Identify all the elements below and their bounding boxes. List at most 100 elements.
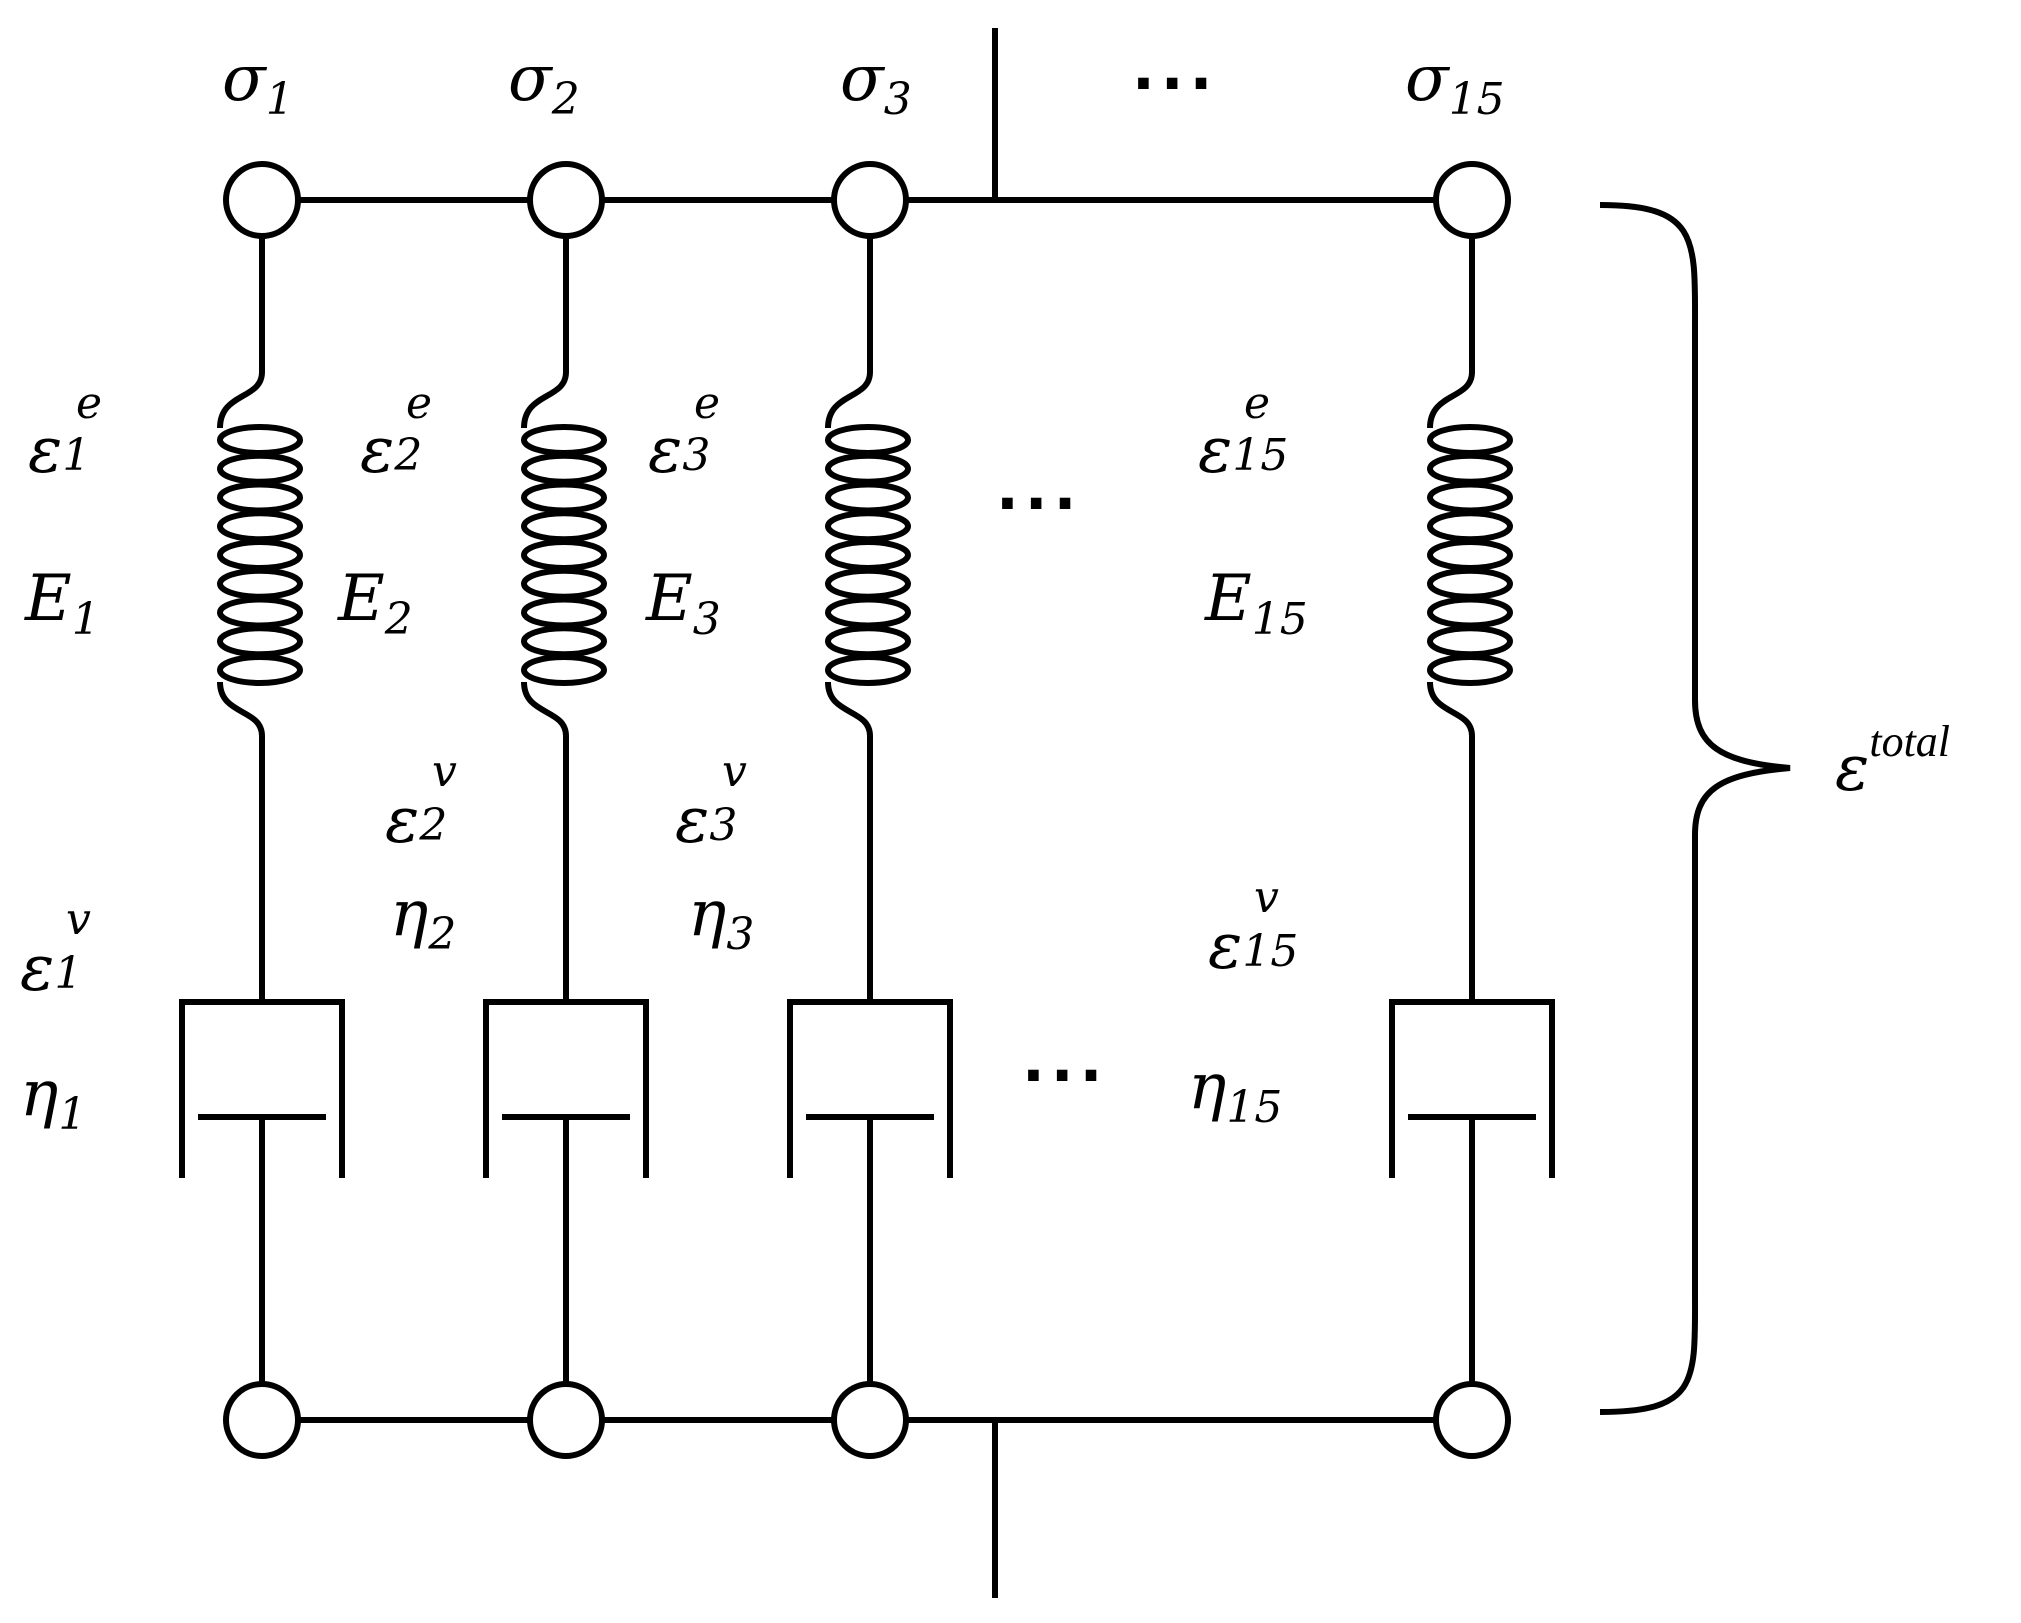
spring-coil-turn xyxy=(217,510,303,543)
top-node-2 xyxy=(527,161,605,239)
spring-coil-turn xyxy=(825,625,911,658)
branch-1 xyxy=(179,200,345,1420)
spring-coil-turn xyxy=(217,654,303,686)
spring-coil-turn xyxy=(217,481,303,514)
spring-coil-turn xyxy=(825,452,911,485)
spring-lead-out xyxy=(1427,681,1475,737)
spring-coil-turn xyxy=(217,596,303,629)
nodes xyxy=(223,161,1511,1459)
spring-coil-turn xyxy=(1427,481,1513,514)
viscosity-label-1: η1 xyxy=(20,1057,86,1140)
branch-3 xyxy=(787,200,953,1420)
top-node-3 xyxy=(831,161,909,239)
spring-coil-turn xyxy=(217,539,303,571)
modulus-label-1: E1 xyxy=(24,562,100,645)
spring-coil-turn xyxy=(521,625,607,658)
spring xyxy=(825,371,911,737)
spring-coil-turn xyxy=(825,424,911,456)
elastic-strain-label-15: ε15 xyxy=(1198,414,1288,488)
spring-coil-turn xyxy=(521,452,607,485)
spring xyxy=(1427,371,1513,737)
spring-coil-turn xyxy=(825,539,911,571)
spring-coil-turn xyxy=(1427,625,1513,658)
spring-coil-turn xyxy=(1427,596,1513,629)
bottom-node-15 xyxy=(1433,1381,1511,1459)
spring-coil-turn xyxy=(825,510,911,543)
elastic-strain-sup-1: e xyxy=(76,378,102,429)
total-strain-brace xyxy=(1599,202,1791,1415)
spring-coil-turn xyxy=(217,625,303,658)
spring-coil-turn xyxy=(1427,452,1513,485)
bottom-node-2 xyxy=(527,1381,605,1459)
viscous-strain-sup-1: v xyxy=(66,894,91,945)
total-strain-label: εtotal xyxy=(1835,717,1950,806)
spring-coil-turn xyxy=(521,596,607,629)
viscous-strain-label-3: ε3 xyxy=(675,784,737,858)
spring-coil-turn xyxy=(1427,539,1513,571)
viscous-strain-sup-15: v xyxy=(1254,872,1279,923)
spring xyxy=(217,371,303,737)
viscous-strain-sup-3: v xyxy=(722,746,747,797)
spring-coil-turn xyxy=(1427,510,1513,543)
bottom-node-1 xyxy=(223,1381,301,1459)
top-node-15 xyxy=(1433,161,1511,239)
elastic-strain-label-1: ε1 xyxy=(28,414,90,488)
spring-coil-turn xyxy=(217,567,303,600)
elastic-strain-label-3: ε3 xyxy=(648,414,710,488)
spring-coil-turn xyxy=(521,567,607,600)
ellipsis-top: ··· xyxy=(1132,49,1218,119)
modulus-label-2: E2 xyxy=(337,562,413,645)
ellipsis-lower: ··· xyxy=(1022,1041,1108,1111)
dashpot-cylinder xyxy=(483,999,649,1178)
modulus-label-15: E15 xyxy=(1204,562,1308,645)
elastic-strain-label-2: ε2 xyxy=(360,414,422,488)
viscosity-label-2: η2 xyxy=(390,877,456,960)
dashpot-cylinder xyxy=(1389,999,1555,1178)
stress-label-2: σ2 xyxy=(508,42,580,125)
branch-15 xyxy=(1389,200,1555,1420)
modulus-label-3: E3 xyxy=(645,562,721,645)
viscous-strain-label-1: ε1 xyxy=(20,932,82,1006)
spring-lead-out xyxy=(825,681,873,737)
viscosity-label-3: η3 xyxy=(688,877,754,960)
branch-2 xyxy=(483,200,649,1420)
spring-lead-in xyxy=(521,371,569,429)
spring-coil-turn xyxy=(521,424,607,456)
dashpot-cylinder xyxy=(787,999,953,1178)
spring-coil-turn xyxy=(825,596,911,629)
spring-coil-turn xyxy=(1427,424,1513,456)
elastic-strain-sup-3: e xyxy=(694,378,720,429)
viscosity-label-15: η15 xyxy=(1188,1050,1282,1133)
spring-coil-turn xyxy=(825,481,911,514)
spring xyxy=(521,371,607,737)
spring-lead-out xyxy=(217,681,265,737)
spring-coil-turn xyxy=(521,481,607,514)
spring-coil-turn xyxy=(521,654,607,686)
dashpot-cylinder xyxy=(179,999,345,1178)
spring-lead-in xyxy=(1427,371,1475,429)
stress-label-3: σ3 xyxy=(840,42,912,125)
viscous-strain-sup-2: v xyxy=(432,746,457,797)
stress-label-15: σ15 xyxy=(1405,42,1505,125)
viscous-strain-label-15: ε15 xyxy=(1208,910,1298,984)
spring-coil-turn xyxy=(521,539,607,571)
spring-coil-turn xyxy=(825,654,911,686)
spring-lead-out xyxy=(521,681,569,737)
spring-coil-turn xyxy=(825,567,911,600)
labels: σ1 σ2 σ3 ··· σ15 ε1 e ε2 e ε3 e ε15 e E1… xyxy=(20,42,1950,1415)
spring-coil-turn xyxy=(521,510,607,543)
stress-label-1: σ1 xyxy=(222,42,294,125)
spring-lead-in xyxy=(217,371,265,429)
viscous-strain-label-2: ε2 xyxy=(385,784,447,858)
spring-coil-turn xyxy=(217,424,303,456)
spring-coil-turn xyxy=(1427,567,1513,600)
bottom-node-3 xyxy=(831,1381,909,1459)
ellipsis-middle: ··· xyxy=(996,469,1082,539)
top-node-1 xyxy=(223,161,301,239)
elastic-strain-sup-2: e xyxy=(406,378,432,429)
branches xyxy=(179,200,1555,1420)
spring-coil-turn xyxy=(1427,654,1513,686)
elastic-strain-sup-15: e xyxy=(1244,378,1270,429)
spring-coil-turn xyxy=(217,452,303,485)
